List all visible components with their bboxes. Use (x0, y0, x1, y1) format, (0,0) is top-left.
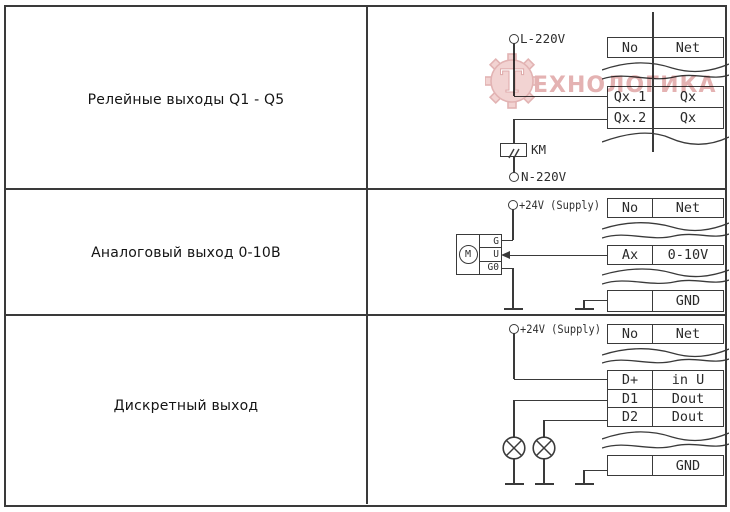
wave-break (602, 218, 729, 245)
terminal-circle-n220 (508, 172, 519, 182)
table-cell: GND (675, 293, 701, 309)
table-row: D2 Dout (607, 407, 724, 427)
table-cell: Dout (671, 409, 705, 425)
table-cell: Ax (608, 246, 653, 264)
table-cell: D1 (608, 389, 653, 408)
wire (513, 459, 515, 483)
table-row-gnd: GND (607, 455, 724, 476)
wire (512, 209, 514, 240)
terminal-circle-24v-discrete (508, 323, 519, 334)
row-label-relay: Релейные выходы Q1 - Q5 (87, 92, 285, 108)
lamp-icon (502, 436, 526, 460)
table-cell: Qx.2 (608, 107, 653, 128)
terminal-circle-24v-analog (507, 199, 518, 210)
ground-icon (503, 307, 523, 310)
motor-terminal-g: G (480, 235, 501, 249)
row-divider-1 (5, 188, 725, 190)
table-row: Qx.2 Qx (607, 106, 724, 129)
wire (513, 333, 515, 379)
mini-table-discrete: No Net D+ in U D1 Dout D2 Dout (602, 324, 729, 476)
wave-break (602, 265, 729, 290)
table-row: D1 Dout (607, 388, 724, 409)
table-row-header: No Net (607, 37, 724, 58)
motor-left-compartment: M (457, 235, 480, 274)
outer-frame (4, 5, 727, 507)
relay-coil-km (500, 143, 527, 159)
wire (583, 470, 585, 483)
wire (513, 43, 515, 96)
table-cell: Qx (679, 109, 697, 126)
table-row-header: No Net (607, 198, 724, 218)
table-cell: Qx (679, 89, 697, 105)
mini-table-analog: No Net Ax 0-10V GND (602, 198, 729, 312)
wire (544, 419, 608, 421)
wire (584, 469, 608, 471)
table-row: Ax 0-10V (607, 245, 724, 265)
motor-terminal-u: U (480, 248, 501, 262)
table-cell (608, 291, 653, 311)
wire (513, 119, 515, 144)
wire (514, 378, 608, 380)
table-cell: Qx.1 (608, 87, 653, 107)
table-cell: 0-10V (667, 247, 709, 263)
row-label-discrete: Дискретный выход (113, 398, 259, 414)
table-cell: in U (671, 372, 705, 388)
table-row-gnd: GND (607, 290, 724, 312)
table-row-header: No Net (607, 324, 724, 344)
terminal-label-24v-discrete: +24V (Supply) (520, 322, 602, 336)
wire (514, 118, 608, 120)
wire (502, 239, 513, 241)
table-cell: No (608, 199, 653, 217)
row-divider-2 (5, 314, 725, 316)
table-cell: GND (675, 457, 701, 474)
motor-circle: M (458, 245, 478, 264)
motor-terminals: G U G0 (480, 235, 501, 274)
wire-analog-signal (504, 254, 607, 256)
table-row: D+ in U (607, 370, 724, 390)
wire (514, 95, 608, 97)
arrowhead-icon (501, 251, 510, 260)
terminal-label-24v-analog: +24V (Supply) (519, 198, 601, 212)
ground-icon (574, 307, 594, 310)
terminal-label-n220: N-220V (521, 169, 567, 184)
relay-coil-label: KM (531, 142, 547, 157)
lamp-icon (532, 436, 556, 460)
motor-block: M G U G0 (456, 234, 502, 275)
mini-table-relay: No Net Qx.1 Qx Qx.2 Qx (602, 37, 729, 149)
wire (584, 299, 608, 301)
wire (513, 400, 515, 437)
table-cell: Net (675, 39, 701, 56)
ground-icon (574, 482, 594, 485)
table-row: Qx.1 Qx (607, 86, 724, 108)
column-divider (366, 6, 368, 504)
wire (513, 157, 515, 173)
wave-break (602, 344, 729, 370)
wire (512, 268, 514, 308)
terminal-label-l220: L-220V (520, 31, 566, 46)
table-cell: D2 (608, 408, 653, 426)
ground-icon (534, 482, 554, 485)
table-cell: No (608, 38, 653, 57)
wire (514, 399, 608, 401)
device-boundary-line (652, 12, 654, 152)
coil-slashes-icon (508, 148, 520, 159)
table-cell: Dout (671, 390, 705, 407)
motor-terminal-g0: G0 (487, 262, 499, 274)
wave-break (602, 427, 729, 455)
row-label-analog: Аналоговый выход 0-10В (91, 245, 281, 261)
wire (583, 300, 585, 308)
table-cell (608, 456, 653, 475)
ground-icon (504, 482, 524, 485)
wire (543, 459, 545, 483)
table-cell: D+ (608, 371, 653, 389)
table-cell: Net (675, 326, 701, 342)
terminal-circle-l220 (508, 33, 519, 44)
table-cell: No (608, 325, 653, 343)
table-cell: Net (675, 200, 701, 216)
wire (502, 267, 513, 269)
wire (543, 420, 545, 437)
wave-break (602, 129, 729, 149)
wave-break (602, 58, 729, 86)
